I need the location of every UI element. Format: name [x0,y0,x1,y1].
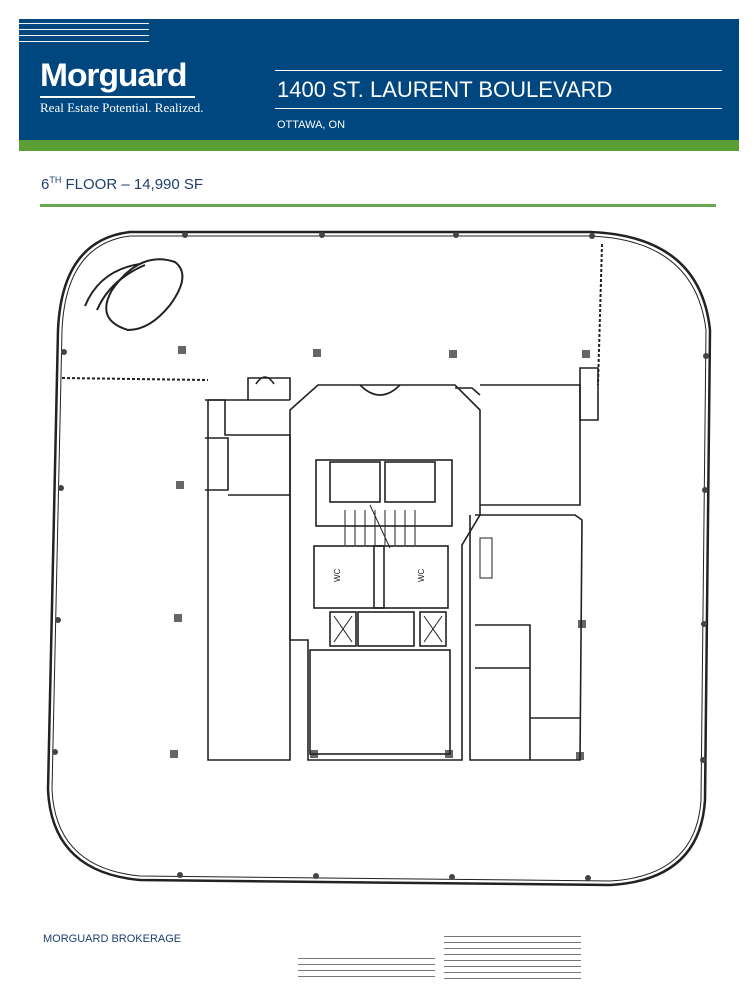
decorative-stripes [19,23,149,47]
footer-decorative-lines-right [444,936,581,984]
floor-plan: WC WC [46,230,712,887]
address-rule-bottom [275,108,722,109]
floor-title: 6TH FLOOR – 14,990 SF [41,175,204,193]
address-rule-top [275,70,722,71]
header-banner: Morguard Real Estate Potential. Realized… [19,19,739,140]
footer-company: MORGUARD BROKERAGE [43,933,182,945]
morguard-logo: Morguard [40,57,188,93]
header-green-band [19,140,739,151]
svg-text:WC: WC [333,568,342,582]
svg-text:WC: WC [417,568,426,582]
floor-title-rule [40,204,716,207]
footer-decorative-lines-left [298,958,435,982]
logo-underline [40,96,195,98]
property-city: OTTAWA, ON [277,119,346,131]
property-address: 1400 ST. LAURENT BOULEVARD [277,77,613,102]
tagline: Real Estate Potential. Realized. [40,100,204,115]
